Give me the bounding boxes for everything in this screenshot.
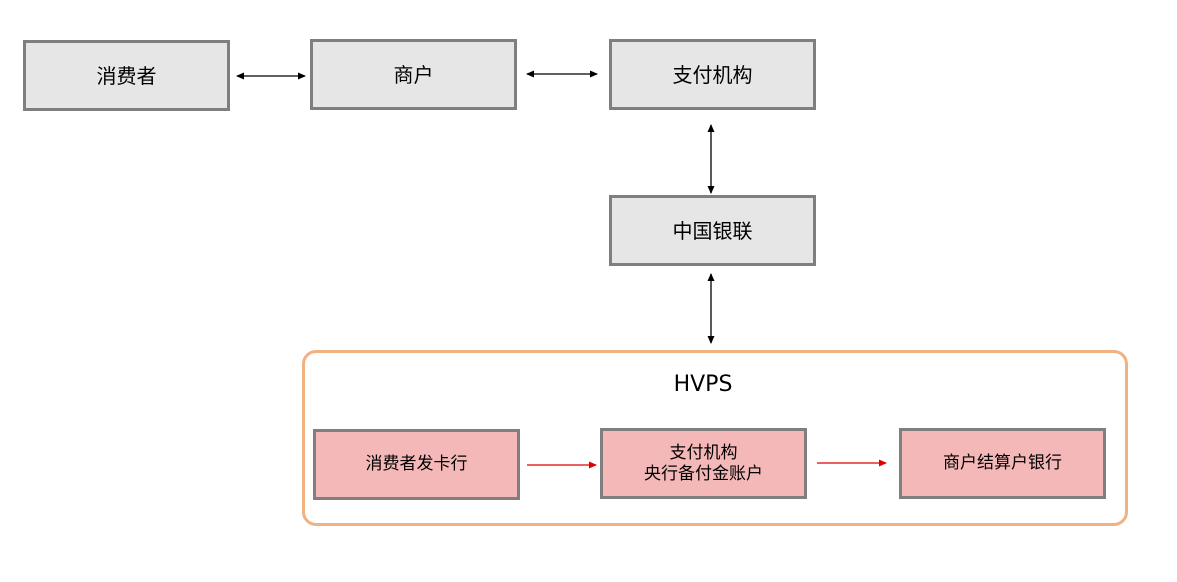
hvps-group — [302, 350, 1128, 526]
node-payment-institution[interactable]: 支付机构 — [609, 39, 816, 110]
node-settlement-bank-label: 商户结算户银行 — [943, 453, 1062, 474]
node-reserve-account[interactable]: 支付机构 央行备付金账户 — [600, 428, 807, 499]
node-merchant-label: 商户 — [393, 62, 434, 87]
node-merchant[interactable]: 商户 — [310, 39, 517, 110]
node-settlement-bank[interactable]: 商户结算户银行 — [899, 428, 1106, 499]
node-reserve-account-label: 支付机构 央行备付金账户 — [644, 443, 763, 484]
node-consumer-label: 消费者 — [96, 63, 157, 88]
node-payment-institution-label: 支付机构 — [672, 62, 753, 87]
node-issuing-bank-label: 消费者发卡行 — [365, 454, 468, 475]
hvps-title: HVPS — [673, 372, 733, 397]
node-consumer[interactable]: 消费者 — [23, 40, 230, 111]
node-issuing-bank[interactable]: 消费者发卡行 — [313, 429, 520, 500]
node-unionpay[interactable]: 中国银联 — [609, 195, 816, 266]
node-unionpay-label: 中国银联 — [672, 218, 753, 243]
